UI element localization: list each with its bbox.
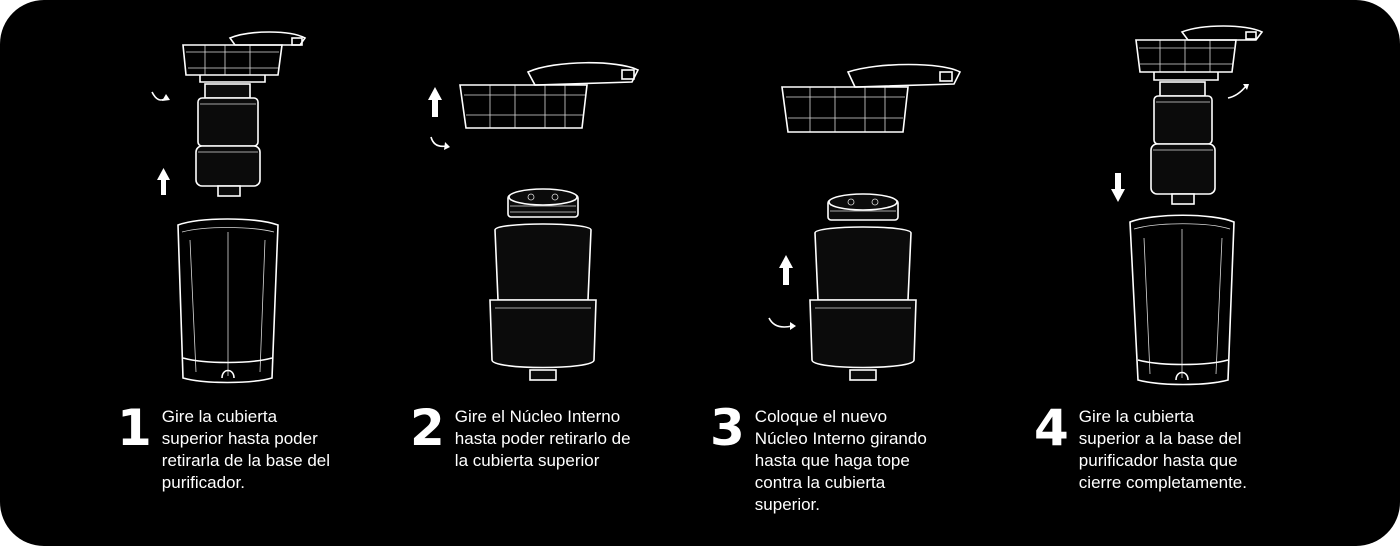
step-1: 1 Gire la cubierta superior hasta poder …	[0, 0, 350, 546]
step-1-caption: 1 Gire la cubierta superior hasta poder …	[117, 399, 402, 494]
step-text: Gire el Núcleo Interno hasta poder retir…	[454, 407, 631, 470]
inner-core-icon	[809, 193, 917, 381]
inner-core-icon	[195, 83, 261, 197]
rotate-arrow-icon	[1227, 85, 1247, 99]
step-2: 2 Gire el Núcleo Interno hasta poder ret…	[350, 0, 700, 546]
step-text: Coloque el nuevo Núcleo Interno girando …	[754, 407, 927, 514]
step-number: 1	[117, 399, 152, 457]
step-text: Gire la cubierta superior hasta poder re…	[161, 407, 331, 492]
step-4-caption: 4 Gire la cubierta superior a la base de…	[1034, 399, 1319, 494]
up-arrow-icon	[157, 168, 170, 195]
up-arrow-icon	[428, 87, 442, 117]
rotate-arrow-icon	[430, 136, 447, 148]
step-2-caption: 2 Gire el Núcleo Interno hasta poder ret…	[410, 399, 695, 472]
top-cover-icon	[182, 31, 307, 83]
top-cover-icon	[781, 63, 962, 133]
step-number: 2	[410, 399, 445, 457]
inner-core-icon	[489, 188, 597, 381]
rotate-arrow-icon	[768, 317, 793, 328]
inner-core-icon	[1150, 81, 1216, 205]
step-3-caption: 3 Coloque el nuevo Núcleo Interno girand…	[710, 399, 995, 516]
top-cover-icon	[1135, 25, 1264, 81]
step-3-illustration	[700, 0, 1050, 400]
down-arrow-icon	[1111, 173, 1125, 202]
step-4-illustration	[1050, 0, 1400, 400]
purifier-base-icon	[177, 218, 279, 384]
top-cover-icon	[459, 61, 640, 129]
step-number: 4	[1034, 399, 1069, 457]
step-2-illustration	[350, 0, 700, 400]
step-number: 3	[710, 399, 745, 457]
step-4: 4 Gire la cubierta superior a la base de…	[1034, 0, 1400, 546]
step-3: 3 Coloque el nuevo Núcleo Interno girand…	[700, 0, 1050, 546]
step-1-illustration	[0, 0, 350, 400]
step-text: Gire la cubierta superior a la base del …	[1078, 407, 1247, 492]
up-arrow-icon	[779, 255, 793, 285]
purifier-base-icon	[1129, 214, 1235, 386]
